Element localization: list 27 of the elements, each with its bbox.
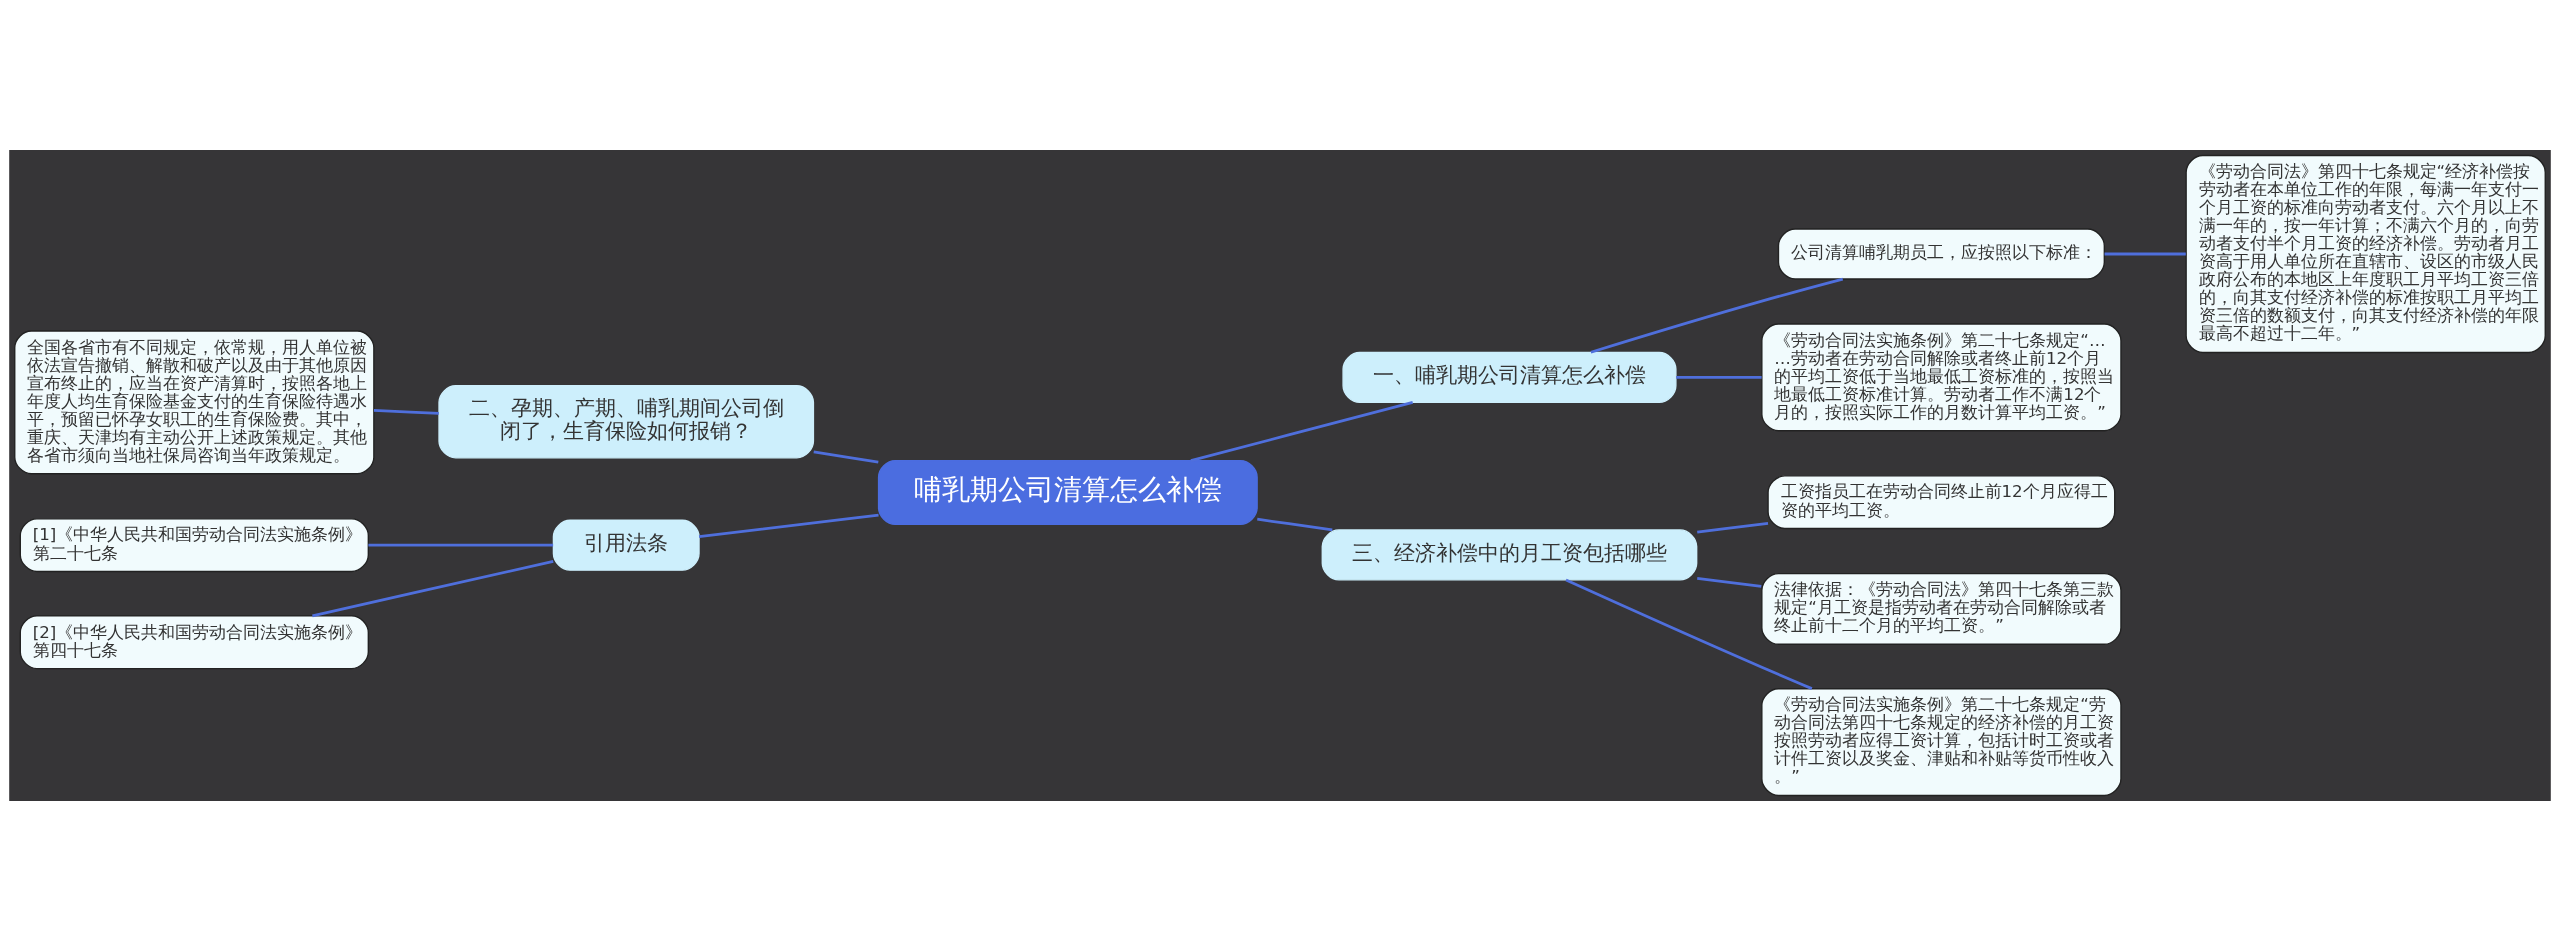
connector <box>698 513 879 538</box>
node-box: 《劳动合同法》第四十七条规定“经济补偿按劳动者在本单位工作的年限，每满一年支付一个月工资的标准向劳动者支付。六个月以上不满一年的，按一年计算；不满六个月的，向劳动者支付半个月工资的经济补偿。劳动者月工资高于用人单位所在直辖市、设区的市级人民政府公布的本地区上年度职工月平均工资三倍的，向其支付经济补偿的标准按职工月平均工资三倍的数额支付，向其支付经济补偿的年限最高不超过十二年。” <box>2185 154 2546 354</box>
node-box: 三、经济补偿中的月工资包括哪些 <box>1321 529 1698 581</box>
node-box: 《劳动合同法实施条例》第二十七条规定“劳动合同法第四十七条规定的经济补偿的月工资按照劳动者应得工资计算，包括计时工资或者计件工资以及奖金、津贴和补贴等货币性收入。” <box>1761 688 2122 797</box>
connector <box>1565 578 1813 690</box>
node-box: 法律依据：《劳动合同法》第四十七条第三款规定“月工资是指劳动者在劳动合同解除或者终止前十二个月的平均工资。” <box>1761 572 2122 645</box>
connector <box>373 409 439 415</box>
node-box: [2]《中华人民共和国劳动合同法实施条例》第四十七条 <box>19 615 369 670</box>
node-box: 《劳动合同法实施条例》第二十七条规定“……劳动者在劳动合同解除或者终止前12个月的平均工资低于当地最低工资标准的，按照当地最低工资标准计算。劳动者工作不满12个月的，按照实际工作的月数计算平均工资。” <box>1761 323 2122 432</box>
connector <box>312 560 554 618</box>
connector <box>368 543 554 547</box>
connector <box>1697 577 1762 588</box>
node-box: 引用法条 <box>552 519 700 571</box>
node-box: 公司清算哺乳期员工，应按照以下标准： <box>1777 228 2105 280</box>
connector <box>813 450 879 464</box>
node-box: 全国各省市有不同规定，依常规，用人单位被依法宣告撤销、解散和破产以及由于其他原因宣布终止的，应当在资产清算时，按照各地上年度人均生育保险基金支付的生育保险待遇水平，预留已怀孕女职工的生育保险费。其中，重庆、天津均有主动公开上述政策规定。其他各省市须向当地社保局咨询当年政策规定。 <box>14 330 375 475</box>
connector <box>2104 252 2186 256</box>
connector <box>1257 517 1333 532</box>
node-box: 一、哺乳期公司清算怎么补偿 <box>1342 351 1677 404</box>
connector <box>1190 401 1413 462</box>
connector <box>1590 277 1844 354</box>
node-box: 工资指员工在劳动合同终止前12个月应得工资的平均工资。 <box>1767 475 2116 530</box>
connector <box>1697 521 1769 534</box>
connector <box>1676 376 1762 379</box>
node-box: 哺乳期公司清算怎么补偿 <box>877 459 1258 526</box>
node-box: [1]《中华人民共和国劳动合同法实施条例》第二十七条 <box>19 518 369 573</box>
node-box: 二、孕期、产期、哺乳期间公司倒闭了，生育保险如何报销？ <box>438 385 815 459</box>
